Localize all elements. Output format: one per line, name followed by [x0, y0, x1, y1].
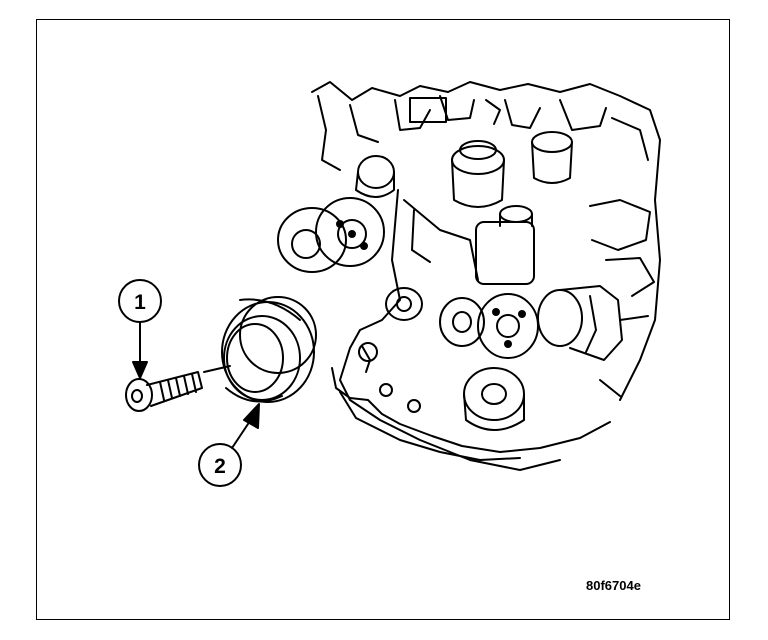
engine-assembly: [277, 81, 661, 471]
figure-id: 80f6704e: [586, 578, 641, 593]
callout-1-label: 1: [134, 291, 146, 314]
callout-2: 2: [198, 403, 260, 487]
callout-2-label: 2: [214, 455, 226, 478]
diagram-frame: [36, 19, 730, 620]
callout-1: 1: [118, 279, 162, 379]
damper-bolt: [125, 365, 231, 412]
crankshaft-damper: [221, 296, 317, 403]
